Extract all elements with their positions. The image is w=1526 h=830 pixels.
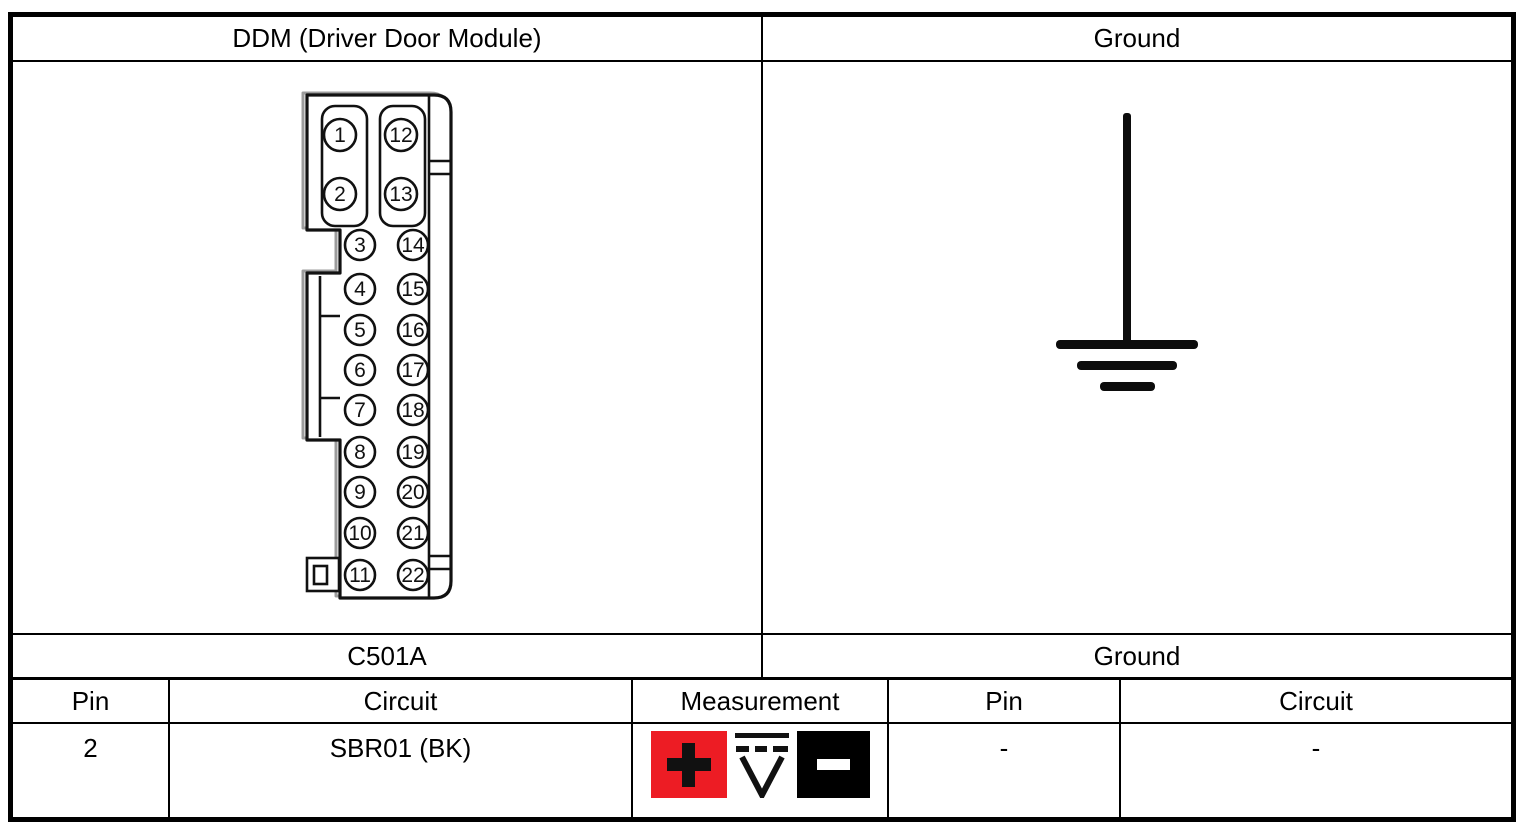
pin-13 <box>383 176 419 212</box>
pin-18 <box>396 393 430 427</box>
pin-number: 14 <box>401 234 425 257</box>
ground-symbol-cell <box>763 62 1511 633</box>
pin-number: 2 <box>334 183 346 206</box>
cell-measurement <box>633 724 889 817</box>
pin-number: 6 <box>354 359 366 382</box>
pin-3 <box>343 228 377 262</box>
header-circuit-right: Circuit <box>1279 685 1353 716</box>
dc-dash <box>735 746 749 752</box>
right-panel-title: Ground <box>1093 23 1181 53</box>
plus-bar-v <box>681 743 695 787</box>
pin-4 <box>343 272 377 306</box>
pin-8 <box>343 435 377 469</box>
pin-11 <box>343 558 377 592</box>
pin-number: 18 <box>401 399 424 422</box>
pin-number: 20 <box>401 481 424 504</box>
header-pin-left: Pin <box>13 680 170 722</box>
pin-14 <box>396 228 430 262</box>
left-panel-header-cell: DDM (Driver Door Module) <box>13 17 763 60</box>
positive-probe-icon <box>650 731 727 798</box>
header-row: DDM (Driver Door Module) Ground <box>13 17 1511 62</box>
pin-number: 11 <box>349 564 371 587</box>
ground-label: Ground <box>1093 640 1181 671</box>
ground-bar-3 <box>1100 382 1155 391</box>
ground-label-cell: Ground <box>763 635 1511 677</box>
pin-10 <box>343 516 377 550</box>
pin-17 <box>396 353 430 387</box>
pin-number: 3 <box>354 234 366 257</box>
table-row: 2 SBR01 (BK) <box>13 724 1511 817</box>
pin-number: 5 <box>354 319 366 342</box>
pin-number: 9 <box>354 481 366 504</box>
cell-circuit-left: SBR01 (BK) <box>170 724 633 817</box>
dc-voltage-meter-icon <box>734 733 789 798</box>
pin-20 <box>396 475 430 509</box>
minus-bar <box>816 759 850 770</box>
pin-1 <box>322 117 358 153</box>
pin-5 <box>343 313 377 347</box>
pin-number: 12 <box>389 124 412 147</box>
cell-pin-left: 2 <box>13 724 170 817</box>
pin-2 <box>322 176 358 212</box>
pin-number: 4 <box>354 278 366 301</box>
pin-22 <box>396 558 430 592</box>
volt-v-glyph <box>738 755 785 798</box>
cell-circuit-right: - <box>1311 733 1321 763</box>
column-header-row: Pin Circuit Measurement Pin Circuit <box>13 680 1511 724</box>
pin-number: 19 <box>401 441 424 464</box>
dc-dash <box>754 746 767 752</box>
pin-number: 17 <box>401 359 424 382</box>
dc-solid-line <box>734 733 789 738</box>
pin-group-box-left <box>320 104 369 228</box>
diagram-table: DDM (Driver Door Module) Ground <box>8 12 1516 822</box>
cell-pin-right: - <box>889 724 1121 817</box>
pin-number: 16 <box>401 319 424 342</box>
ground-symbol <box>1056 113 1198 391</box>
dc-dash <box>772 746 788 752</box>
pin-number: 13 <box>389 183 412 206</box>
header-pin-right: Pin <box>889 680 1121 722</box>
measurement-icons <box>650 731 870 798</box>
pin-7 <box>343 393 377 427</box>
pin-number: 15 <box>401 278 424 301</box>
connector-label-cell: C501A <box>13 635 763 677</box>
ground-bar-1 <box>1056 340 1198 349</box>
pin-number: 7 <box>354 399 366 422</box>
pin-number: 8 <box>354 441 366 464</box>
pin-number: 21 <box>401 522 424 545</box>
bottom-tab-inner <box>312 564 329 586</box>
left-panel-title: DDM (Driver Door Module) <box>232 23 542 53</box>
pin-6 <box>343 353 377 387</box>
pin-15 <box>396 272 430 306</box>
header-circuit-left: Circuit <box>170 680 633 722</box>
pin-number: 10 <box>348 522 371 545</box>
pin-group-box-right <box>378 104 427 228</box>
pin-number: 22 <box>401 564 424 587</box>
connector-label: C501A <box>347 640 427 671</box>
ground-stem <box>1123 113 1131 345</box>
ground-bar-2 <box>1077 361 1177 370</box>
label-row: C501A Ground <box>13 635 1511 680</box>
pin-19 <box>396 435 430 469</box>
right-panel-header-cell: Ground <box>763 17 1511 60</box>
header-measurement: Measurement <box>633 680 889 722</box>
pin-number: 1 <box>334 124 346 147</box>
connector-body <box>305 93 453 600</box>
pin-16 <box>396 313 430 347</box>
pin-12 <box>383 117 419 153</box>
negative-probe-icon <box>796 731 870 798</box>
bottom-tab <box>305 556 341 593</box>
pin-21 <box>396 516 430 550</box>
pin-9 <box>343 475 377 509</box>
